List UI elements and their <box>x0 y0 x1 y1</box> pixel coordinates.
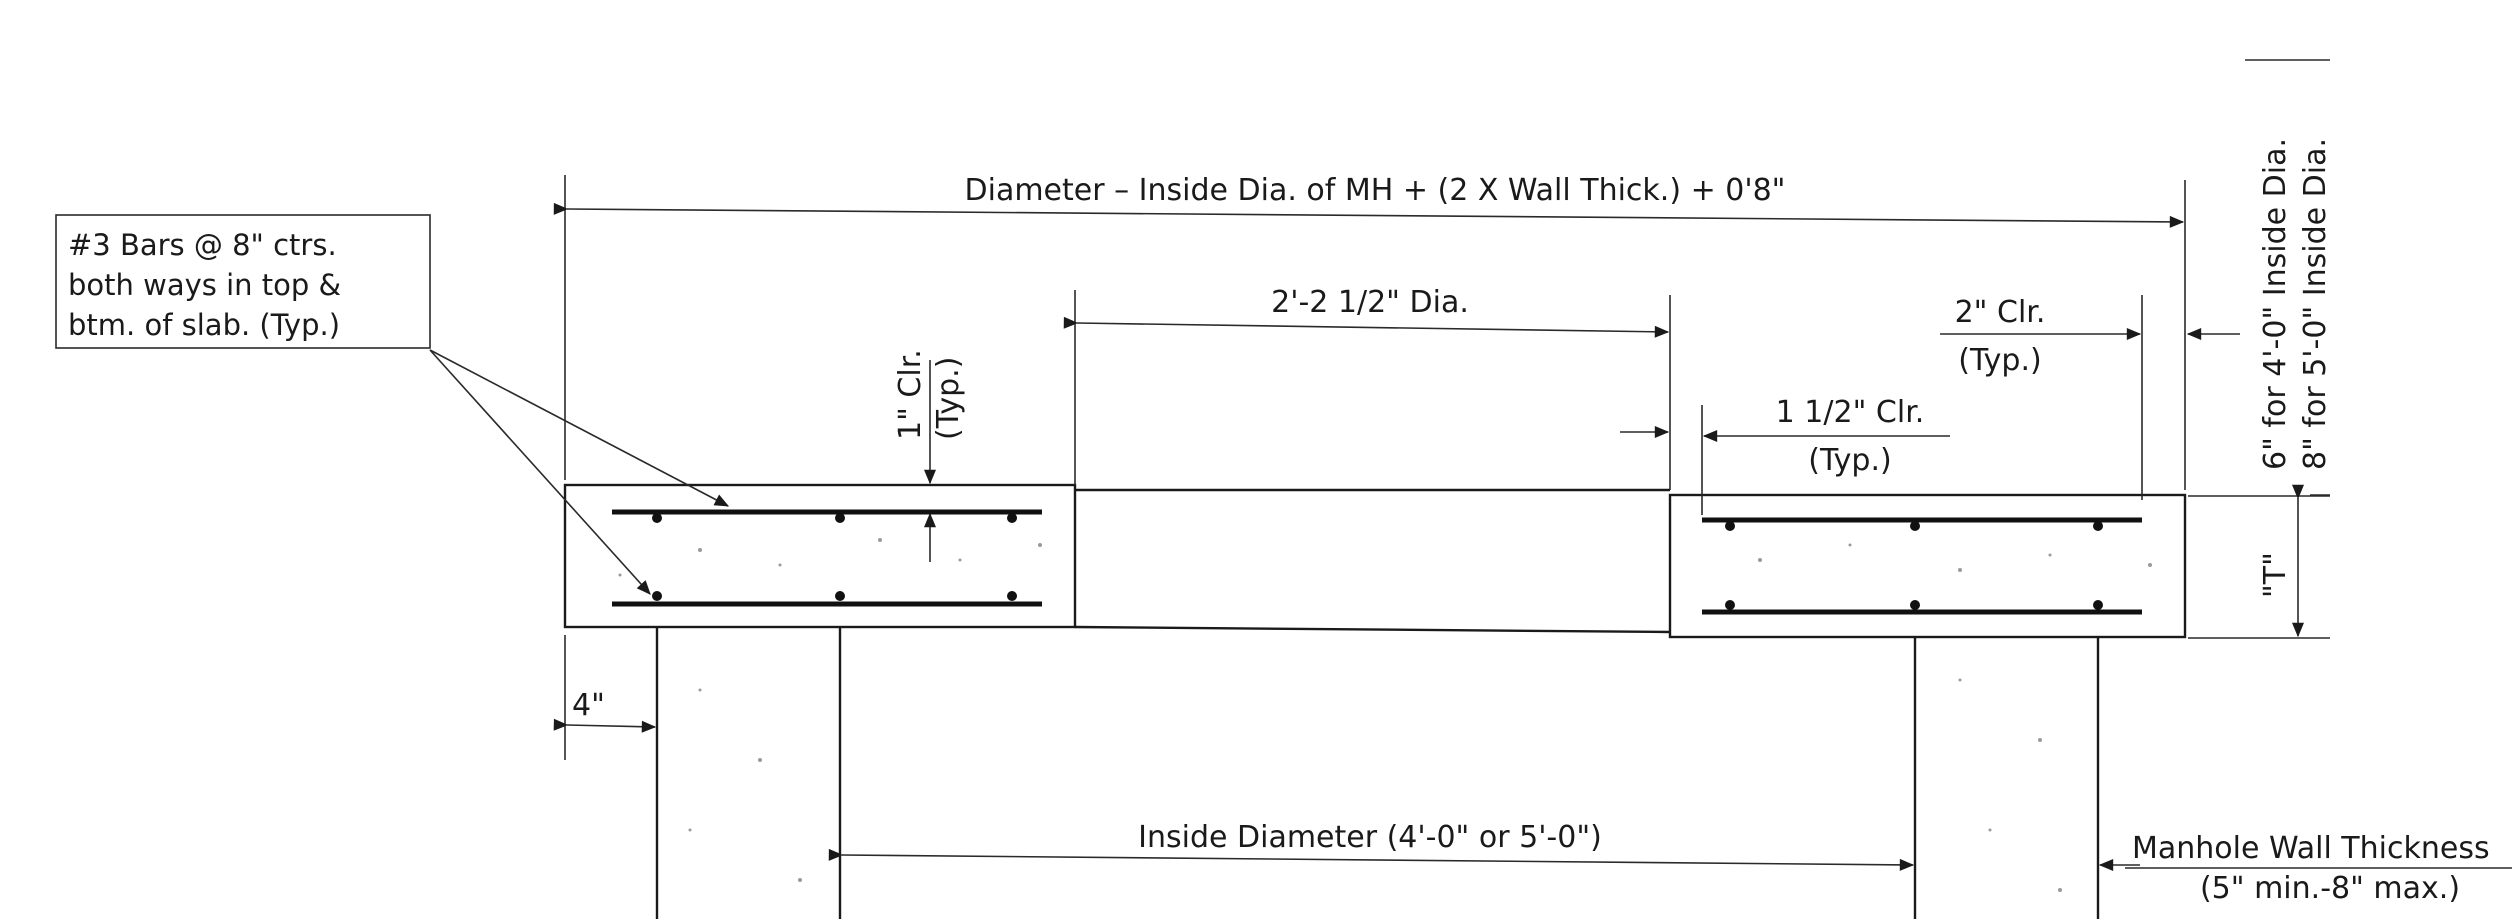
clear-1-typ-label: (Typ.) <box>931 357 966 440</box>
rebar-left <box>612 509 1042 607</box>
slab-right-section <box>1668 493 2187 639</box>
manhole-wall-left <box>655 627 842 919</box>
rebar-note-line-1: #3 Bars @ 8" ctrs. <box>68 228 337 262</box>
opening-diameter-label: 2'-2 1/2" Dia. <box>1271 285 1469 320</box>
rebar-leader-top <box>429 349 730 507</box>
clear-2-typ-label: (Typ.) <box>1958 343 2041 378</box>
slab-thickness-label: "T" <box>2258 552 2293 598</box>
rebar-leader-bottom <box>429 349 651 595</box>
slab-note-6: 6" for 4'-0" Inside Dia. <box>2258 138 2293 470</box>
clear-1-5-dimension: 1 1/2" Clr. (Typ.) <box>1620 395 1950 515</box>
clear-1-5-typ-label: (Typ.) <box>1808 443 1891 478</box>
clear-2-label: 2" Clr. <box>1955 295 2046 330</box>
clear-1-label: 1" Clr. <box>893 349 928 440</box>
offset-4-dimension: 4" <box>553 635 657 760</box>
inside-diameter-label: Inside Diameter (4'-0" or 5'-0") <box>1138 820 1602 855</box>
manhole-wall-right <box>1913 637 2100 919</box>
opening-diameter-dimension: 2'-2 1/2" Dia. <box>1063 285 1671 490</box>
clear-1-dimension: 1" Clr. (Typ.) <box>893 349 966 562</box>
concrete-texture <box>618 538 2152 892</box>
overall-diameter-dimension: Diameter – Inside Dia. of MH + (2 X Wall… <box>553 173 2186 490</box>
clear-1-5-label: 1 1/2" Clr. <box>1776 395 1925 430</box>
rebar-note: #3 Bars @ 8" ctrs. both ways in top & bt… <box>55 214 730 595</box>
slab-thickness-dimension: "T" <box>2188 484 2330 639</box>
wall-thickness-range-label: (5" min.-8" max.) <box>2200 871 2460 906</box>
slab-left-section <box>563 483 1077 629</box>
rebar-note-box <box>55 214 431 349</box>
offset-4-label: 4" <box>572 688 605 723</box>
inside-diameter-dimension: Inside Diameter (4'-0" or 5'-0") <box>828 820 1915 871</box>
diameter-formula-label: Diameter – Inside Dia. of MH + (2 X Wall… <box>965 173 1786 208</box>
slab-thickness-notes: 6" for 4'-0" Inside Dia. 8" for 5'-0" In… <box>2245 59 2333 496</box>
wall-thickness-label: Manhole Wall Thickness <box>2132 831 2490 866</box>
rebar-right <box>1702 517 2142 615</box>
rebar-note-line-3: btm. of slab. (Typ.) <box>68 308 340 342</box>
rebar-note-line-2: both ways in top & <box>68 268 341 302</box>
slab-note-8: 8" for 5'-0" Inside Dia. <box>2298 138 2333 470</box>
wall-thickness-dimension: Manhole Wall Thickness (5" min.-8" max.) <box>2098 831 2512 906</box>
opening-bottom-edge <box>1074 625 1671 634</box>
clear-2-dimension: 2" Clr. (Typ.) <box>1940 295 2240 500</box>
